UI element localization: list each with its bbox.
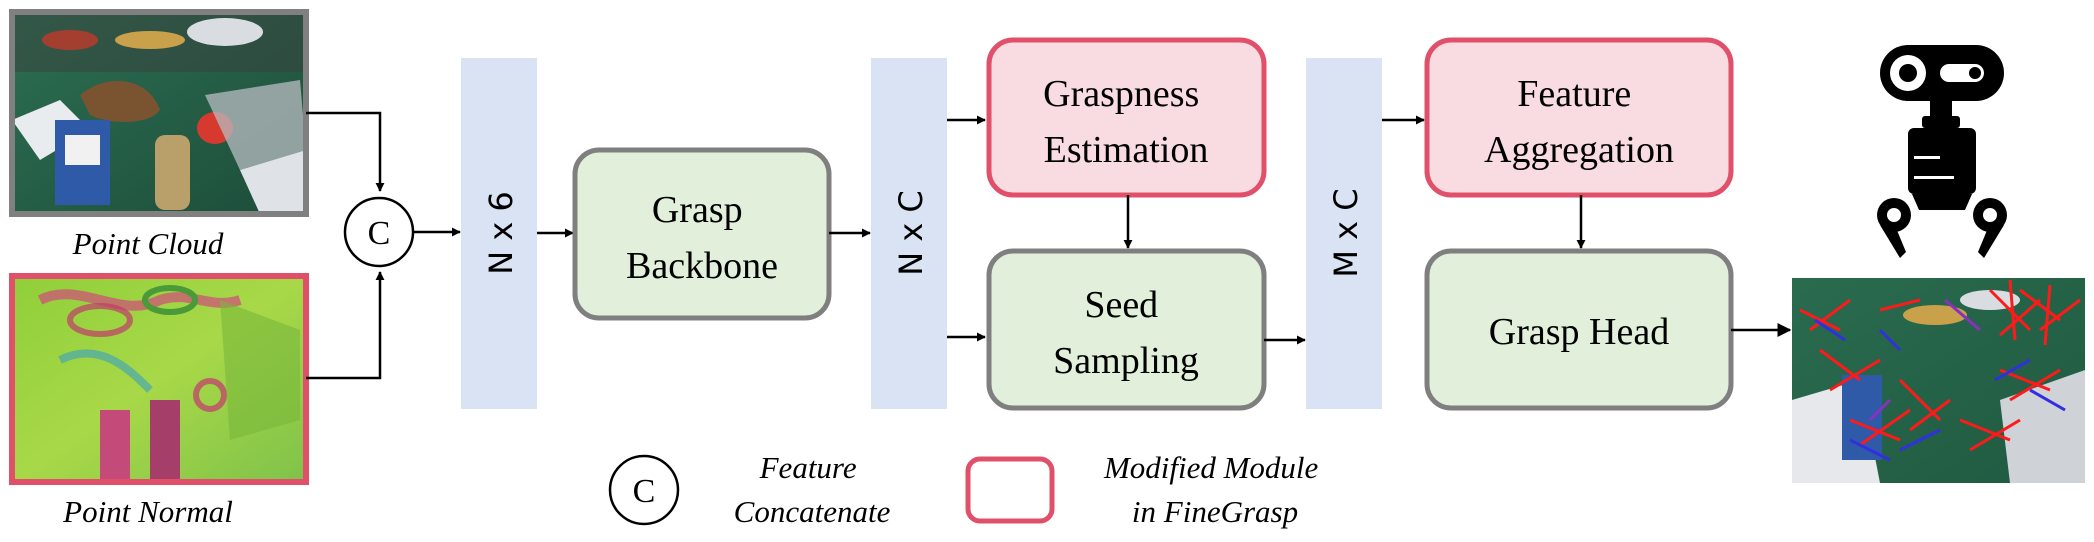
legend-concat-line-2: Concatenate bbox=[734, 494, 891, 529]
legend-modified-module: Modified Module in FineGrasp bbox=[965, 450, 1326, 529]
feature-aggregation-module: Feature Aggregation bbox=[1424, 37, 1734, 198]
grasp-result-image bbox=[1792, 278, 2085, 483]
concat-node: C bbox=[343, 196, 415, 268]
graspness-estimation-module: Graspness Estimation bbox=[986, 37, 1267, 198]
feature-aggregation-line-2: Aggregation bbox=[1484, 129, 1674, 171]
point-normal-caption: Point Normal bbox=[62, 494, 233, 529]
svg-text:Seed Sampling: Seed Sampling bbox=[1053, 284, 1199, 382]
feature-bar-mc: M x C bbox=[1306, 58, 1382, 409]
robot-gripper-icon bbox=[1877, 45, 2007, 258]
seed-sampling-line-1: Seed bbox=[1084, 284, 1158, 326]
grasp-backbone-line-2: Backbone bbox=[626, 245, 778, 287]
feature-bar-nc-label: N x C bbox=[892, 190, 930, 276]
legend-concat-symbol: C bbox=[633, 473, 656, 510]
legend-modified-line-1: Modified Module bbox=[1103, 450, 1319, 485]
legend-modified-line-2: in FineGrasp bbox=[1132, 494, 1298, 529]
legend-concat: C Feature Concatenate bbox=[608, 450, 891, 529]
grasp-head-line-1: Grasp Head bbox=[1489, 311, 1669, 353]
svg-text:Modified Module in FineG: Modified Module in FineGrasp bbox=[1103, 450, 1326, 529]
feature-bar-nc: N x C bbox=[871, 58, 947, 409]
point-normal-image bbox=[9, 273, 309, 485]
feature-aggregation-line-1: Feature bbox=[1517, 73, 1631, 115]
feature-bar-n6-label: N x 6 bbox=[482, 191, 520, 275]
concat-symbol: C bbox=[368, 215, 391, 252]
grasp-backbone-module: Grasp Backbone bbox=[572, 147, 832, 321]
grasp-head-module: Grasp Head bbox=[1424, 248, 1734, 411]
seed-sampling-line-2: Sampling bbox=[1053, 340, 1199, 382]
graspness-estimation-line-1: Graspness bbox=[1043, 73, 1199, 115]
graspness-estimation-line-2: Estimation bbox=[1044, 129, 1209, 171]
grasp-backbone-line-1: Grasp bbox=[652, 189, 743, 231]
svg-text:Feature Aggregation: Feature Aggregation bbox=[1484, 73, 1674, 171]
svg-text:Grasp Backbone: Grasp Backbone bbox=[626, 189, 778, 287]
point-cloud-image bbox=[9, 9, 309, 217]
seed-sampling-module: Seed Sampling bbox=[986, 248, 1267, 411]
point-cloud-caption: Point Cloud bbox=[72, 226, 224, 261]
input-connectors bbox=[306, 111, 385, 380]
svg-text:Graspness Estimation: Graspness Estimation bbox=[1043, 73, 1209, 171]
feature-bar-mc-label: M x C bbox=[1327, 188, 1365, 277]
legend-concat-line-1: Feature bbox=[759, 450, 857, 485]
svg-text:Feature Concatenate: Feature Concatenate bbox=[734, 450, 891, 529]
feature-bar-n6: N x 6 bbox=[461, 58, 537, 409]
